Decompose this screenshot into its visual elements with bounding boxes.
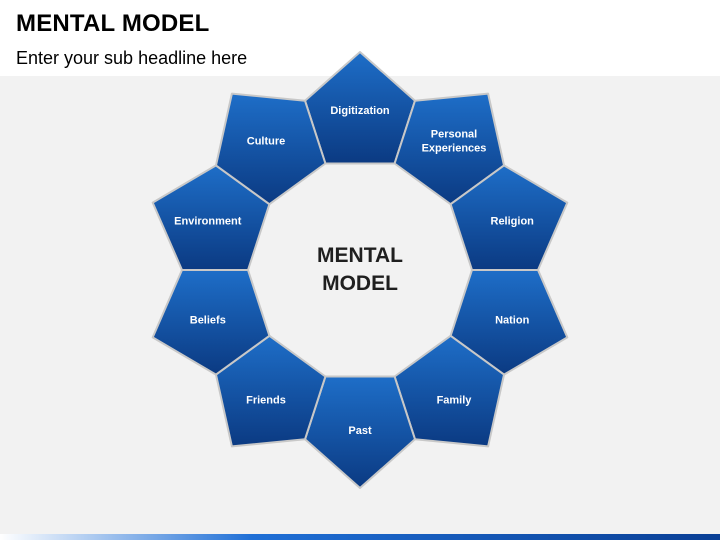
segments-group: DigitizationPersonalExperiencesReligionN… — [151, 51, 569, 489]
segment-label: Family — [437, 394, 473, 406]
segment-nation: Nation — [449, 269, 569, 376]
segment-shape — [215, 92, 327, 206]
segment-friends: Friends — [215, 334, 327, 448]
segment-shape — [449, 164, 569, 271]
segment-label: Religion — [491, 216, 535, 228]
center-label-line-2: MODEL — [322, 272, 398, 295]
segment-family: Family — [393, 334, 505, 448]
segment-label: Experiences — [422, 143, 487, 155]
page-title: MENTAL MODEL — [16, 10, 210, 37]
segment-label: Culture — [247, 136, 286, 148]
segment-shape — [215, 334, 327, 448]
segment-shape — [151, 164, 271, 271]
segment-label: Friends — [246, 394, 286, 406]
segment-label: Personal — [431, 129, 477, 141]
segment-label: Nation — [495, 314, 530, 326]
segment-beliefs: Beliefs — [151, 269, 271, 376]
segment-label: Digitization — [330, 105, 390, 117]
segment-culture: Culture — [215, 92, 327, 206]
center-label-line-1: MENTAL — [317, 244, 403, 267]
segment-environment: Environment — [151, 164, 271, 271]
segment-label: Beliefs — [190, 314, 226, 326]
segment-shape — [304, 375, 416, 489]
page-subtitle: Enter your sub headline here — [16, 48, 248, 68]
segment-label: Environment — [174, 216, 242, 228]
segment-digitization: Digitization — [304, 51, 416, 165]
segment-shape — [449, 269, 569, 376]
segment-shape — [151, 269, 271, 376]
bottom-accent-bar — [0, 534, 720, 540]
segment-shape — [393, 92, 505, 206]
segment-past: Past — [304, 375, 416, 489]
segment-label: Past — [348, 425, 372, 437]
segment-shape — [393, 334, 505, 448]
segment-religion: Religion — [449, 164, 569, 271]
